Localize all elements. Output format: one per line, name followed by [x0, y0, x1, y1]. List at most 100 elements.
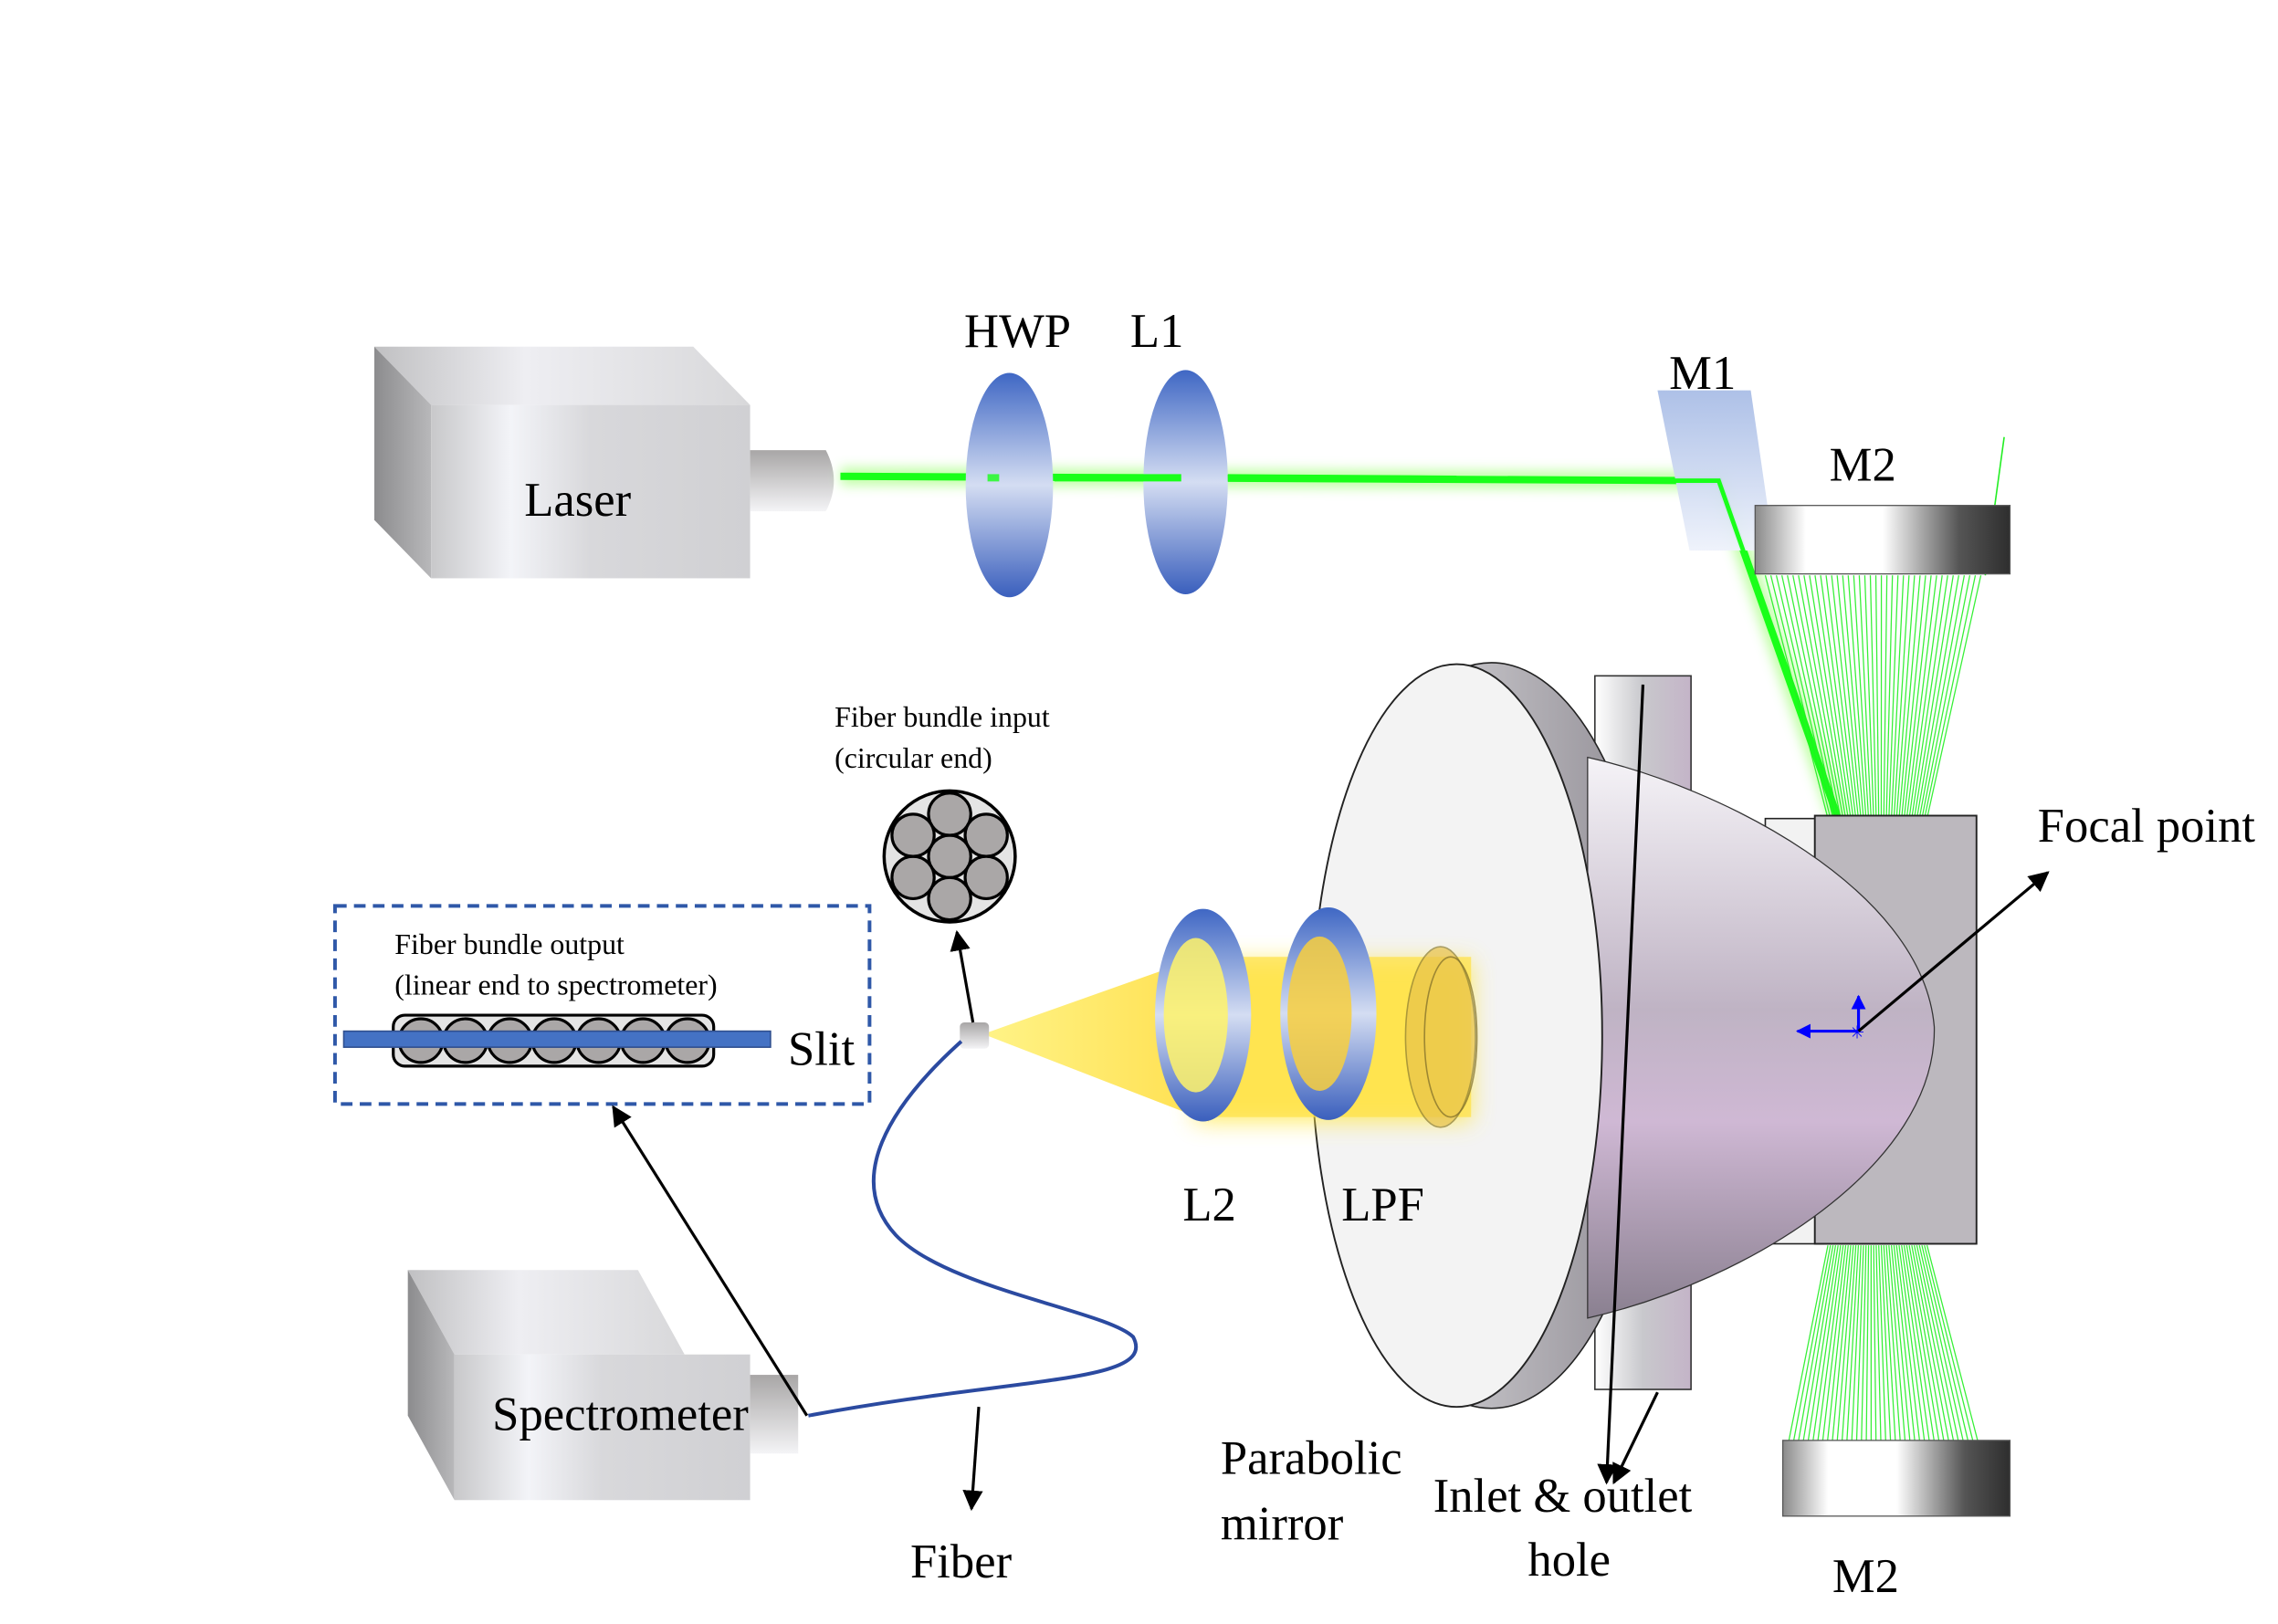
fiber-bundle-output-label-1: Fiber bundle output [394, 928, 625, 960]
ray [1831, 575, 1860, 819]
ray [1764, 575, 1829, 819]
fiber-core [927, 875, 972, 922]
ray [1836, 1245, 1854, 1442]
ray [1914, 1244, 1955, 1442]
ray [1921, 575, 1971, 819]
focal-point-axes: ✳ [1795, 994, 1866, 1043]
mirror-m2-top: M2 [1754, 439, 2011, 575]
m1-label: M1 [1669, 347, 1736, 400]
ray [1924, 575, 1977, 819]
ray [1878, 1245, 1886, 1442]
ray [1893, 575, 1910, 819]
ray [1820, 575, 1854, 819]
fiber-input-arrow [950, 929, 975, 1023]
ray-fan-lower [1788, 1244, 1979, 1442]
paraboloid-body [1587, 756, 1936, 1319]
ray [1908, 1244, 1945, 1442]
ray [1814, 575, 1852, 819]
ray [1890, 1245, 1911, 1442]
mirror-m1: M1 [1657, 347, 1775, 565]
fiber-tip [960, 1022, 990, 1049]
ray [1921, 1244, 1969, 1442]
ray [1908, 575, 1943, 819]
focal-point-label: Focal point [2038, 800, 2256, 853]
ray [1905, 1244, 1940, 1442]
focal-point-arrow [1857, 871, 2050, 1032]
ray [1825, 575, 1857, 819]
ray [1792, 575, 1842, 819]
ray [1769, 575, 1832, 819]
fiber-core [890, 854, 936, 901]
ray-fan-upper [1764, 575, 1982, 819]
l2-label: L2 [1182, 1179, 1235, 1231]
ray [1888, 575, 1899, 819]
ray [1885, 575, 1894, 819]
laser-label: Laser [524, 474, 631, 527]
ray [1898, 1245, 1926, 1442]
ray [1916, 575, 1959, 819]
ray [1826, 1245, 1849, 1442]
ray [1893, 1245, 1916, 1442]
ray [1775, 575, 1834, 819]
ray [1832, 1245, 1852, 1442]
ray [1911, 575, 1948, 819]
parabolic-mirror-label-1: Parabolic [1221, 1432, 1402, 1485]
ray [1903, 1244, 1936, 1442]
ray [1883, 575, 1888, 819]
inlet-arrow-1 [1597, 684, 1645, 1485]
ray [1792, 1244, 1832, 1442]
ray [1865, 1245, 1870, 1442]
ray [1836, 575, 1862, 819]
l1-label: L1 [1130, 305, 1183, 358]
ray [1918, 1244, 1965, 1442]
ray [1781, 575, 1837, 819]
slit-bar [342, 1030, 772, 1048]
laser-unit: Laser [373, 346, 835, 579]
spectrometer-unit: Spectrometer [407, 1270, 799, 1501]
ray [1873, 1245, 1877, 1442]
ray [1851, 1245, 1862, 1442]
ray [1809, 575, 1849, 819]
hwp-waveplate: HWP [964, 305, 1071, 598]
ray [1890, 575, 1905, 819]
fiber-cable [808, 1040, 1139, 1418]
fiber-core [963, 812, 1009, 858]
ray [1926, 575, 1982, 819]
ray [1788, 1244, 1829, 1442]
ray [1895, 575, 1916, 819]
ray [1855, 1245, 1864, 1442]
inlet-outlet-label-1: Inlet & outlet [1433, 1470, 1693, 1523]
ray [1803, 575, 1847, 819]
ray [1924, 1244, 1974, 1442]
inlet-outlet-label-2: hole [1527, 1534, 1611, 1587]
mirror-m2-bottom: M2 [1781, 1440, 2011, 1603]
lpf-label: LPF [1341, 1179, 1424, 1231]
ray [1846, 1245, 1860, 1442]
ray [1914, 575, 1954, 819]
ray [1888, 1245, 1906, 1442]
svg-text:✳: ✳ [1850, 1022, 1864, 1043]
ray [1903, 575, 1932, 819]
ray [1869, 575, 1877, 819]
ray [1802, 1244, 1837, 1442]
fiber-core [927, 833, 972, 879]
slit-label: Slit [788, 1022, 856, 1075]
ray [1901, 1245, 1930, 1442]
fiber-bundle-output-label-2: (linear end to spectrometer) [394, 969, 717, 1001]
fiber-output-arrow [612, 1105, 809, 1417]
ray [1787, 575, 1839, 819]
laser-nozzle [750, 450, 835, 512]
ray [1880, 1245, 1892, 1442]
ray [1885, 1245, 1901, 1442]
ray [1883, 1245, 1896, 1442]
hwp-label: HWP [964, 305, 1071, 358]
ray [1918, 575, 1966, 819]
fiber-core [963, 854, 1009, 901]
fiber-label-arrow [962, 1407, 983, 1512]
laser-front-face [431, 404, 751, 579]
ray [1874, 575, 1880, 819]
filter-lpf: LPF [1280, 906, 1424, 1231]
lens-l1: L1 [1130, 305, 1228, 595]
ray [1863, 575, 1874, 819]
